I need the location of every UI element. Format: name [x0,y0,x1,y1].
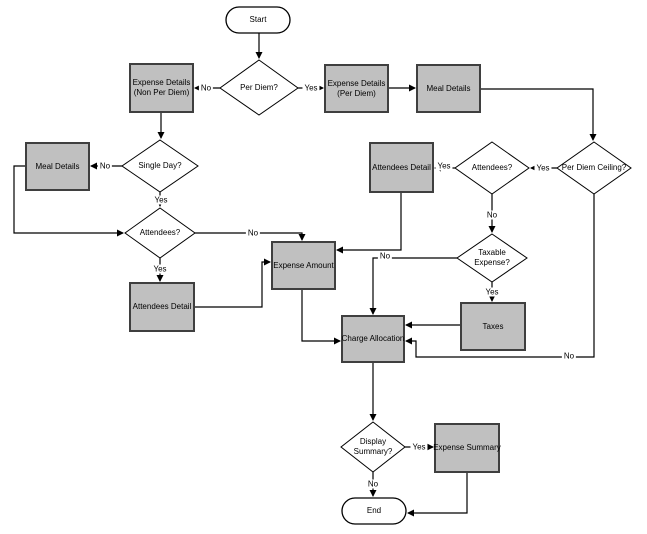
node-expense-summary [434,423,500,473]
node-start [225,6,291,34]
node-display-summary [340,421,406,473]
node-expense-details-per-diem [324,64,389,113]
node-per-diem [219,59,299,116]
node-attendees-detail-right [369,142,434,193]
edge-label-attendees-left-yes: Yes [151,264,169,274]
connector-attendees-left-no [195,232,306,241]
node-single-day [121,139,199,193]
edge-label-attendees-left-no: No [245,228,261,238]
edge-label-single-day-no: No [97,161,113,171]
connector-att-detail-left-expense-amount [194,258,271,308]
edge-label-taxable-no: No [377,251,393,261]
node-meal-details-left [25,142,90,191]
connector-taxable-no [369,257,457,315]
node-expense-details-non-per-diem [129,63,194,113]
connector-expense-summary-end [407,472,468,517]
edge-label-ceiling-yes: Yes [534,163,552,173]
edge-label-display-yes: Yes [410,442,428,452]
node-attendees-left [124,207,196,259]
connector-att-detail-right-expense-amount [336,192,402,254]
node-taxable-expense [456,233,528,283]
edge-label-attendees-right-yes: Yes [435,161,453,171]
node-meal-details-top [416,64,481,113]
node-taxes [460,302,526,351]
edge-label-per-diem-no: No [198,83,214,93]
node-attendees-detail-left [129,282,195,332]
node-charge-allocation [341,315,405,363]
connector-meal-left-attendees [13,165,124,237]
edge-label-ceiling-no: No [561,351,577,361]
node-expense-amount [271,241,336,290]
edge-label-attendees-right-no: No [484,210,500,220]
connector-meal-top-ceiling [480,88,597,141]
connector-expense-amount-charge [301,289,341,345]
connector-ceiling-no [405,194,595,358]
edge-label-per-diem-yes: Yes [302,83,320,93]
edge-label-taxable-yes: Yes [483,287,501,297]
node-attendees-right [454,141,530,195]
node-per-diem-ceiling [556,141,632,195]
edge-label-display-no: No [365,479,381,489]
node-end [341,497,407,525]
edge-label-single-day-yes: Yes [152,195,170,205]
